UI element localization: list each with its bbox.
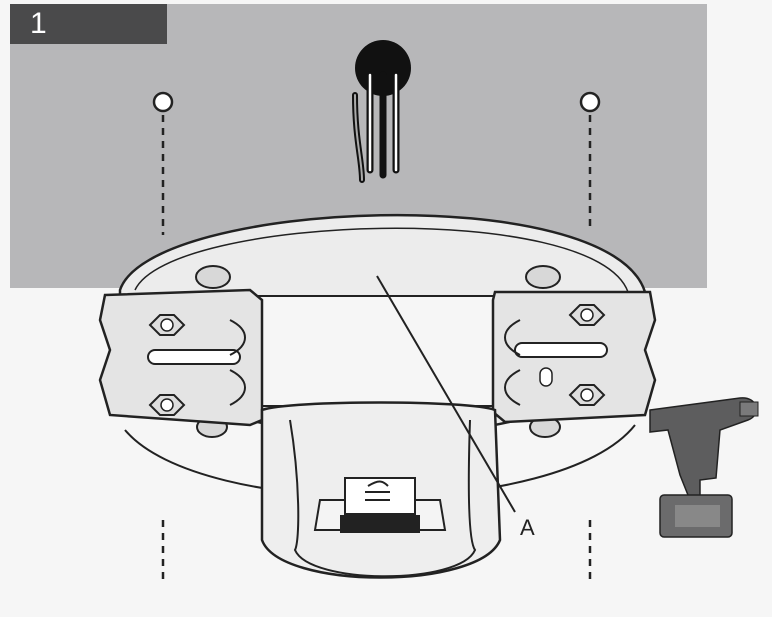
screw-hole-icon <box>579 91 601 113</box>
nut-icon <box>148 394 186 416</box>
drill-icon <box>649 397 759 538</box>
screw-hole-icon <box>152 91 174 113</box>
nut-icon <box>568 384 606 406</box>
nut-icon <box>568 304 606 326</box>
step-number-badge: 1 <box>10 4 167 44</box>
left-bracket <box>98 288 264 427</box>
right-bracket <box>491 290 657 424</box>
lower-housing <box>260 401 502 579</box>
callout-a-label: A <box>520 515 535 540</box>
crossbar-opening <box>244 295 511 407</box>
callout-a: A <box>376 275 535 540</box>
nut-icon <box>148 314 186 336</box>
